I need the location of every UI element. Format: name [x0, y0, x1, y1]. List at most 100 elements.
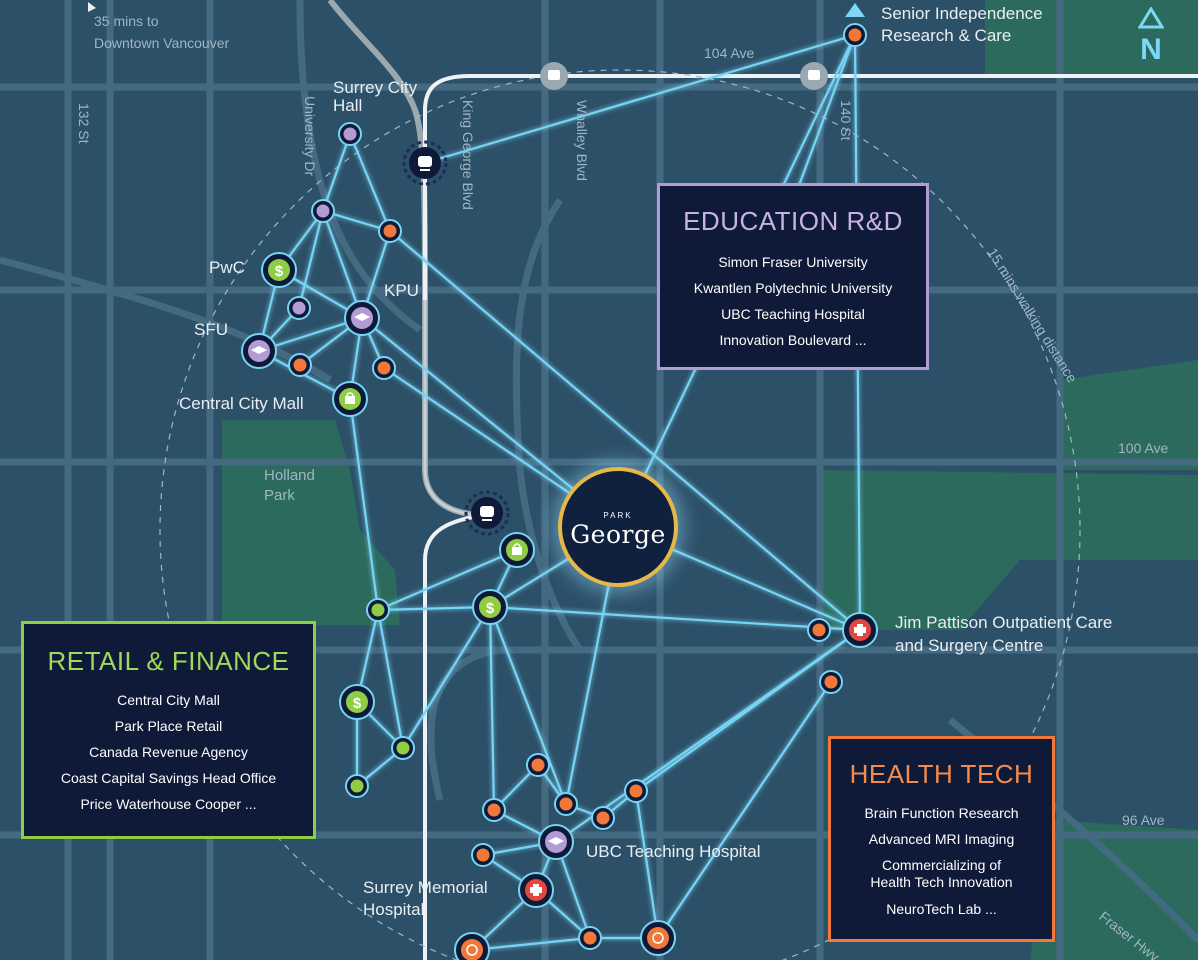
label-ubc-hospital: UBC Teaching Hospital: [586, 842, 761, 861]
medical-cross-icon: [854, 624, 866, 636]
retail-item: Central City Mall: [117, 692, 220, 708]
brain-icon: [652, 932, 664, 944]
street-96-ave: 96 Ave: [1122, 812, 1165, 828]
node-health[interactable]: [526, 753, 550, 777]
node-health[interactable]: [578, 926, 602, 950]
skytrain-station-future[interactable]: [540, 62, 568, 90]
label-kpu: KPU: [384, 281, 419, 300]
node-grad[interactable]: [344, 300, 380, 336]
retail-box: RETAIL & FINANCE Central City Mall Park …: [21, 621, 316, 839]
node-health[interactable]: [471, 843, 495, 867]
node-grad[interactable]: [538, 824, 574, 860]
health-title: HEALTH TECH: [849, 759, 1034, 789]
network-nodes: $ $ $: [88, 2, 878, 960]
north-indicator: N: [1137, 5, 1165, 66]
node-retail[interactable]: [366, 598, 390, 622]
node-health[interactable]: [372, 356, 396, 380]
node-health[interactable]: [591, 806, 615, 830]
street-132-st: 132 St: [76, 103, 92, 144]
train-icon: [548, 70, 560, 80]
train-icon: [418, 156, 432, 167]
medical-cross-icon: [530, 884, 542, 896]
education-item: Innovation Boulevard ...: [719, 332, 867, 348]
label-senior-independence: Senior Independence Research & Care: [881, 4, 1043, 45]
dollar-icon: $: [486, 600, 495, 617]
train-icon: [480, 506, 494, 517]
node-hospital[interactable]: [842, 612, 878, 648]
health-list: Brain Function Research Advanced MRI Ima…: [831, 800, 1052, 922]
node-retail[interactable]: [391, 736, 415, 760]
health-item: Commercializing of Health Tech Innovatio…: [870, 857, 1013, 890]
label-holland-park: Holland Park: [264, 467, 315, 504]
walking-radius: [159, 69, 1081, 960]
triangle-arrow-icon: [845, 3, 865, 17]
node-education[interactable]: [338, 122, 362, 146]
label-jim-pattison: Jim Pattison Outpatient Care and Surgery…: [895, 613, 1113, 655]
park-george-logo[interactable]: PARK George: [558, 467, 678, 587]
node-health[interactable]: [843, 23, 867, 47]
retail-list: Central City Mall Park Place Retail Cana…: [24, 687, 313, 817]
retail-title: RETAIL & FINANCE: [47, 646, 290, 676]
north-label: N: [1140, 33, 1162, 66]
node-shopping[interactable]: [332, 381, 368, 417]
node-health[interactable]: [482, 798, 506, 822]
node-health[interactable]: [624, 779, 648, 803]
shopping-bag-icon: [512, 547, 522, 555]
node-education[interactable]: [287, 296, 311, 320]
health-item: Brain Function Research: [864, 805, 1019, 821]
education-title: EDUCATION R&D: [683, 206, 903, 236]
graduation-cap-icon: [251, 346, 267, 354]
dollar-icon: $: [275, 263, 284, 280]
retail-item: Canada Revenue Agency: [89, 744, 248, 760]
street-university-dr: University Dr: [302, 96, 318, 177]
retail-item: Coast Capital Savings Head Office: [60, 770, 277, 786]
street-100-ave: 100 Ave: [1118, 440, 1169, 456]
node-brain[interactable]: [454, 932, 490, 960]
node-money[interactable]: $: [339, 684, 375, 720]
label-pwc: PwC: [209, 258, 245, 277]
shopping-bag-icon: [345, 396, 355, 404]
skytrain-station[interactable]: [464, 490, 510, 536]
node-brain[interactable]: [640, 920, 676, 956]
node-grad[interactable]: [241, 333, 277, 369]
node-health[interactable]: [807, 618, 831, 642]
skytrain-station[interactable]: [402, 140, 448, 186]
retail-item: Park Place Retail: [114, 718, 223, 734]
node-health[interactable]: [288, 353, 312, 377]
graduation-cap-icon: [548, 837, 564, 845]
downtown-note: 35 mins to Downtown Vancouver: [94, 13, 230, 51]
logo-big-text: George: [570, 520, 666, 549]
label-sfu: SFU: [194, 320, 228, 339]
node-retail[interactable]: [345, 774, 369, 798]
label-surrey-city-hall: Surrey City Hall: [333, 78, 418, 115]
node-shopping[interactable]: [499, 532, 535, 568]
logo-small-text: PARK: [603, 511, 633, 520]
arrow-icon: [88, 2, 96, 12]
node-health[interactable]: [378, 219, 402, 243]
node-hospital[interactable]: [518, 872, 554, 908]
node-money[interactable]: $: [472, 589, 508, 625]
education-item: Simon Fraser University: [718, 254, 868, 270]
dollar-icon: $: [353, 695, 362, 712]
node-education[interactable]: [311, 199, 335, 223]
graduation-cap-icon: [354, 313, 370, 321]
retail-item: Price Waterhouse Cooper ...: [80, 796, 257, 812]
skytrain-station-future[interactable]: [800, 62, 828, 90]
street-140-st: 140 St: [838, 100, 854, 141]
street-104-ave: 104 Ave: [704, 45, 755, 61]
train-icon: [808, 70, 820, 80]
node-health[interactable]: [819, 670, 843, 694]
health-box: HEALTH TECH Brain Function Research Adva…: [828, 736, 1055, 942]
node-health[interactable]: [554, 792, 578, 816]
node-money[interactable]: $: [261, 252, 297, 288]
brain-icon: [466, 944, 478, 956]
street-king-george: King George Blvd: [460, 100, 476, 210]
education-box: EDUCATION R&D Simon Fraser University Kw…: [657, 183, 929, 370]
label-central-city-mall: Central City Mall: [179, 394, 304, 413]
health-item: Advanced MRI Imaging: [868, 831, 1015, 847]
street-whalley: Whalley Blvd: [574, 100, 590, 181]
education-list: Simon Fraser University Kwantlen Polytec…: [660, 249, 926, 353]
health-item: NeuroTech Lab ...: [886, 901, 997, 917]
label-surrey-memorial: Surrey Memorial Hospital: [363, 878, 488, 919]
north-triangle-icon: [1137, 6, 1165, 29]
